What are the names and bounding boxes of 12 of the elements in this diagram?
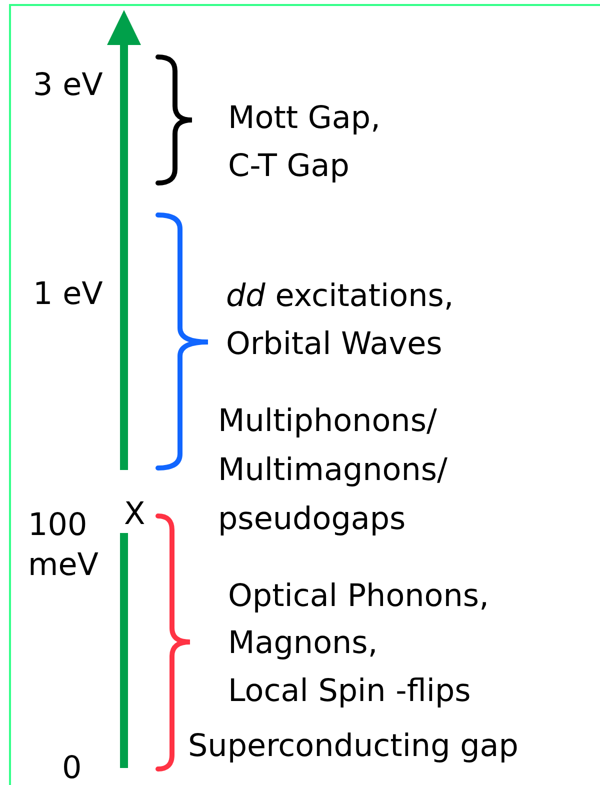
axis-break-mark: X [124,495,146,534]
axis-tick-label: 0 [62,749,82,785]
excitation-label: Superconducting gap [188,727,518,766]
axis-tick-label: 1 eV [33,275,103,314]
excitation-label: Mott Gap, C-T Gap [228,99,382,186]
excitation-label: Local Spin -flips [228,672,471,711]
excitation-label: Optical Phonons, [228,577,489,616]
axis-tick-label: 100 meV [28,506,100,585]
excitation-label: dd excitations, Orbital Waves [226,277,455,364]
axis-tick-label: 3 eV [33,66,103,105]
excitation-label: Multiphonons/ Multimagnons/ pseudogaps [218,402,449,539]
excitation-label: Magnons, [228,624,378,663]
